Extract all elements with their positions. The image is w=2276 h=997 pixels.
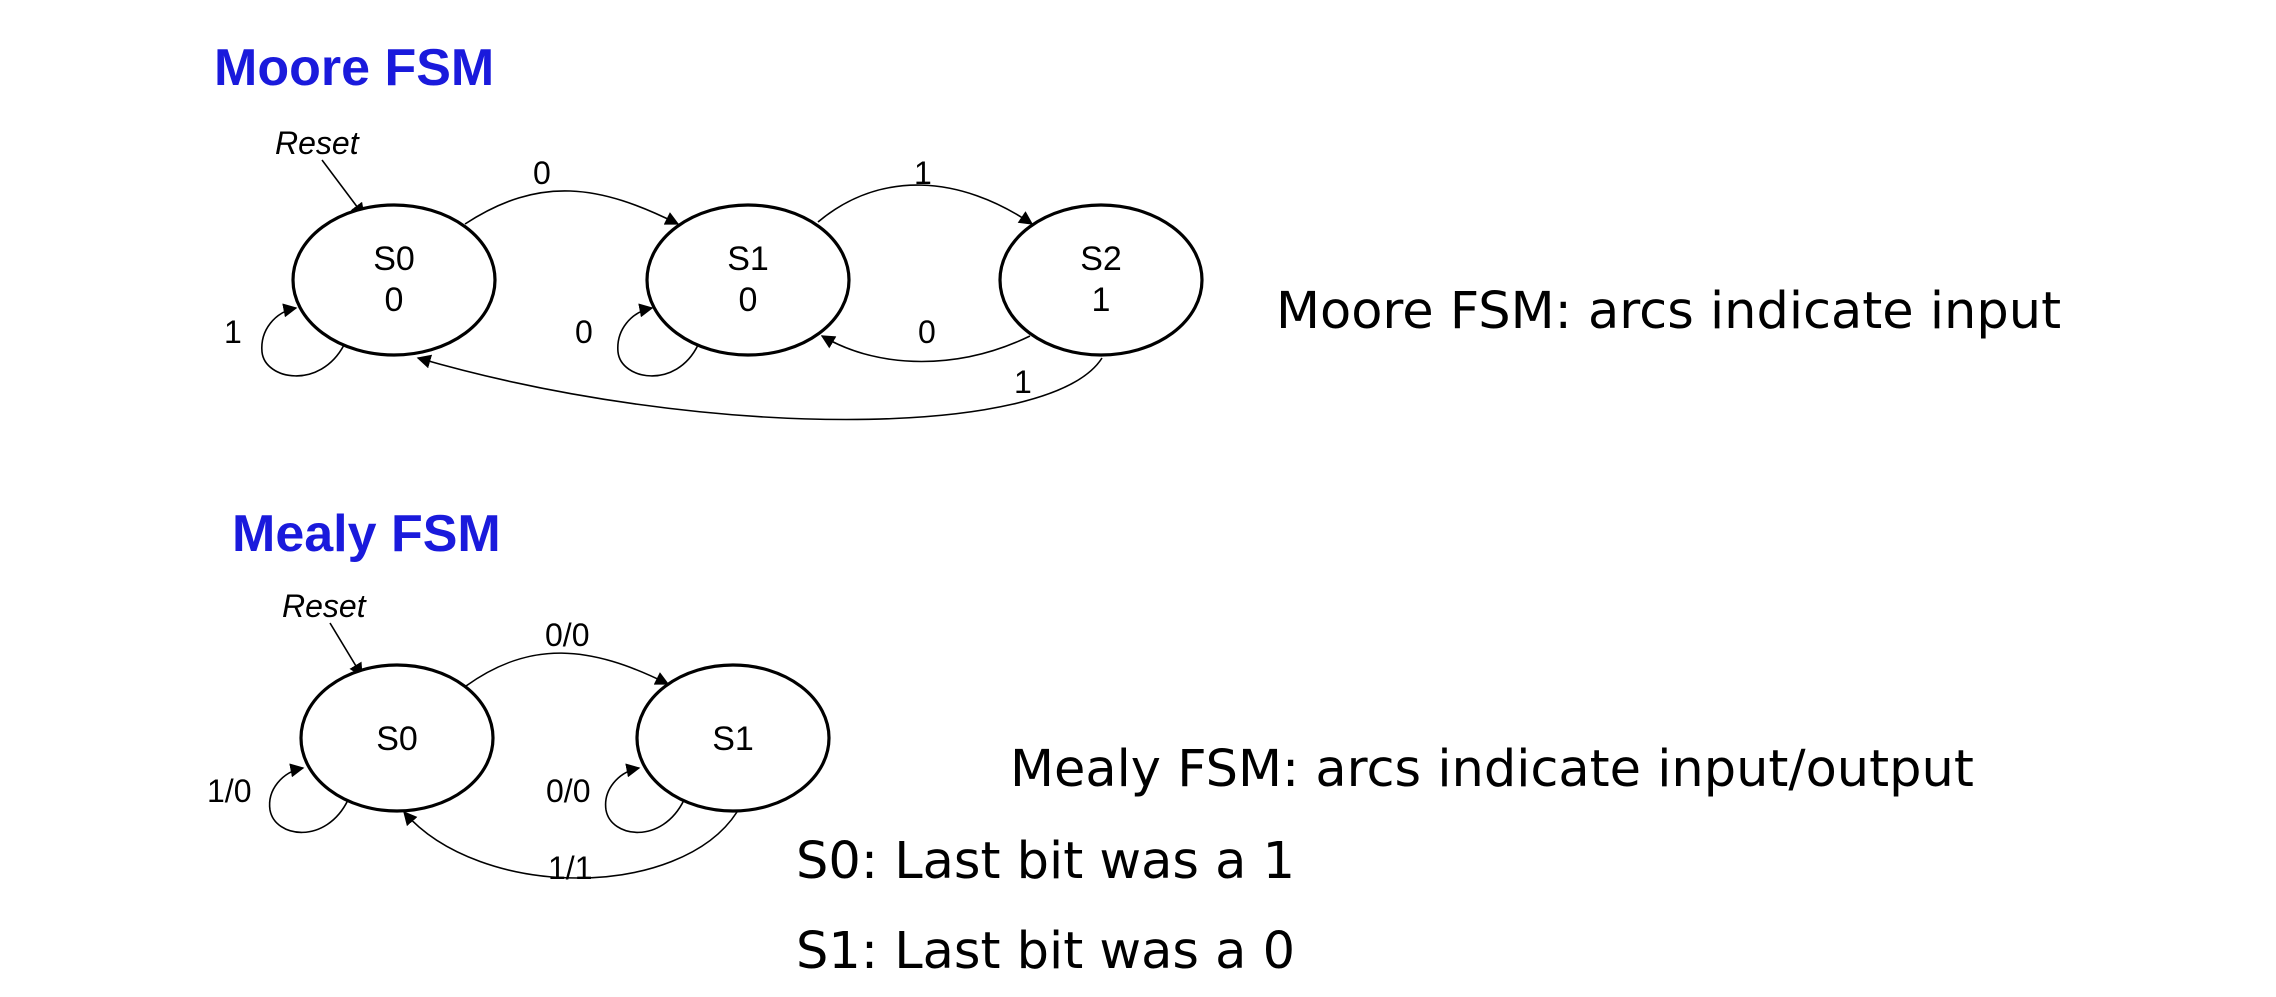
moore-state-s1: S1 0 (645, 203, 851, 357)
moore-label-s2-s0: 1 (1014, 364, 1032, 400)
moore-label-s1-self: 0 (575, 314, 593, 350)
mealy-state-s0-name: S0 (376, 720, 418, 758)
mealy-label-s1-self: 0/0 (546, 773, 590, 809)
mealy-arc-s1-self (604, 763, 685, 834)
moore-state-s0-name: S0 (373, 240, 415, 278)
mealy-state-s1: S1 (635, 663, 831, 813)
mealy-label-s0-self: 1/0 (207, 773, 251, 809)
moore-fsm-title: Moore FSM (214, 39, 495, 97)
mealy-state-s1-note: S1: Last bit was a 0 (796, 922, 1296, 981)
mealy-label-s1-s0: 1/1 (548, 850, 592, 886)
moore-arc-s2-s1 (820, 335, 1031, 363)
moore-label-s2-s1: 0 (918, 314, 936, 350)
mealy-arc-s0-self (268, 763, 349, 834)
moore-diagram: Reset 0 1 0 1 1 0 S0 0 S1 0 (224, 125, 1204, 421)
moore-state-s2: S2 1 (998, 203, 1204, 357)
mealy-diagram: Reset 0/0 1/1 1/0 0/0 S0 S1 (207, 588, 831, 886)
moore-caption: Moore FSM: arcs indicate input (1276, 282, 2062, 341)
moore-state-s1-output: 0 (739, 281, 758, 319)
moore-state-s0-circle (291, 203, 497, 357)
mealy-state-s1-name: S1 (712, 720, 754, 758)
mealy-reset-arrow (329, 622, 363, 678)
mealy-fsm-title: Mealy FSM (232, 505, 501, 563)
mealy-caption: Mealy FSM: arcs indicate input/output (1010, 740, 1974, 799)
moore-label-s0-self: 1 (224, 314, 242, 350)
moore-state-s1-circle (645, 203, 851, 357)
moore-arc-s1-self (617, 303, 699, 377)
mealy-state-s1-circle (635, 663, 831, 813)
mealy-label-s0-s1: 0/0 (545, 617, 589, 653)
moore-state-s2-name: S2 (1080, 240, 1122, 278)
mealy-state-s0-circle (299, 663, 495, 813)
mealy-reset-label: Reset (282, 588, 367, 624)
mealy-state-s0: S0 (299, 663, 495, 813)
moore-arc-s1-s2 (817, 184, 1034, 225)
mealy-arc-s1-s0 (403, 810, 738, 879)
moore-arc-s2-s0 (416, 354, 1103, 421)
mealy-arc-s0-s1 (465, 652, 670, 687)
moore-state-s1-name: S1 (727, 240, 769, 278)
moore-label-s1-s2: 1 (914, 155, 932, 191)
moore-label-s0-s1: 0 (533, 155, 551, 191)
moore-arc-s0-self (261, 303, 345, 377)
moore-state-s2-circle (998, 203, 1204, 357)
mealy-state-s0-note: S0: Last bit was a 1 (796, 832, 1296, 891)
moore-state-s2-output: 1 (1092, 281, 1111, 319)
moore-reset-arrow (321, 159, 365, 218)
moore-arc-s0-s1 (464, 190, 680, 225)
moore-reset-label: Reset (275, 125, 360, 161)
moore-state-s0-output: 0 (385, 281, 404, 319)
moore-state-s0: S0 0 (291, 203, 497, 357)
